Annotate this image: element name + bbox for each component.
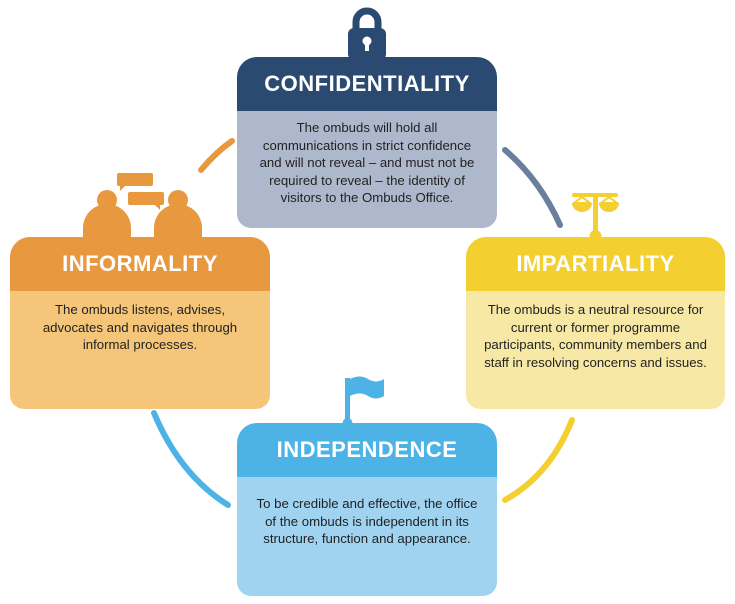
card-description: To be credible and effective, the office…	[237, 477, 497, 596]
card-title: INDEPENDENCE	[237, 423, 497, 477]
flag-icon	[342, 376, 384, 428]
scales-icon	[571, 193, 620, 242]
card-confidentiality: CONFIDENTIALITY The ombuds will hold all…	[237, 57, 497, 228]
lock-icon	[348, 7, 386, 60]
card-description: The ombuds listens, advises, advocates a…	[10, 291, 270, 409]
card-impartiality: IMPARTIALITY The ombuds is a neutral res…	[466, 237, 725, 409]
connector-arc-orange	[198, 138, 235, 173]
card-informality: INFORMALITY The ombuds listens, advises,…	[10, 237, 270, 409]
card-description: The ombuds will hold all communications …	[237, 111, 497, 228]
card-title: INFORMALITY	[10, 237, 270, 291]
connector-arc-navy	[502, 147, 563, 228]
card-independence: INDEPENDENCE To be credible and effectiv…	[237, 423, 497, 596]
people-talking-icon	[83, 173, 202, 238]
connector-arc-blue	[151, 410, 231, 508]
card-description: The ombuds is a neutral resource for cur…	[466, 291, 725, 409]
card-title: CONFIDENTIALITY	[237, 57, 497, 111]
connector-arc-yellow	[502, 417, 575, 503]
card-title: IMPARTIALITY	[466, 237, 725, 291]
